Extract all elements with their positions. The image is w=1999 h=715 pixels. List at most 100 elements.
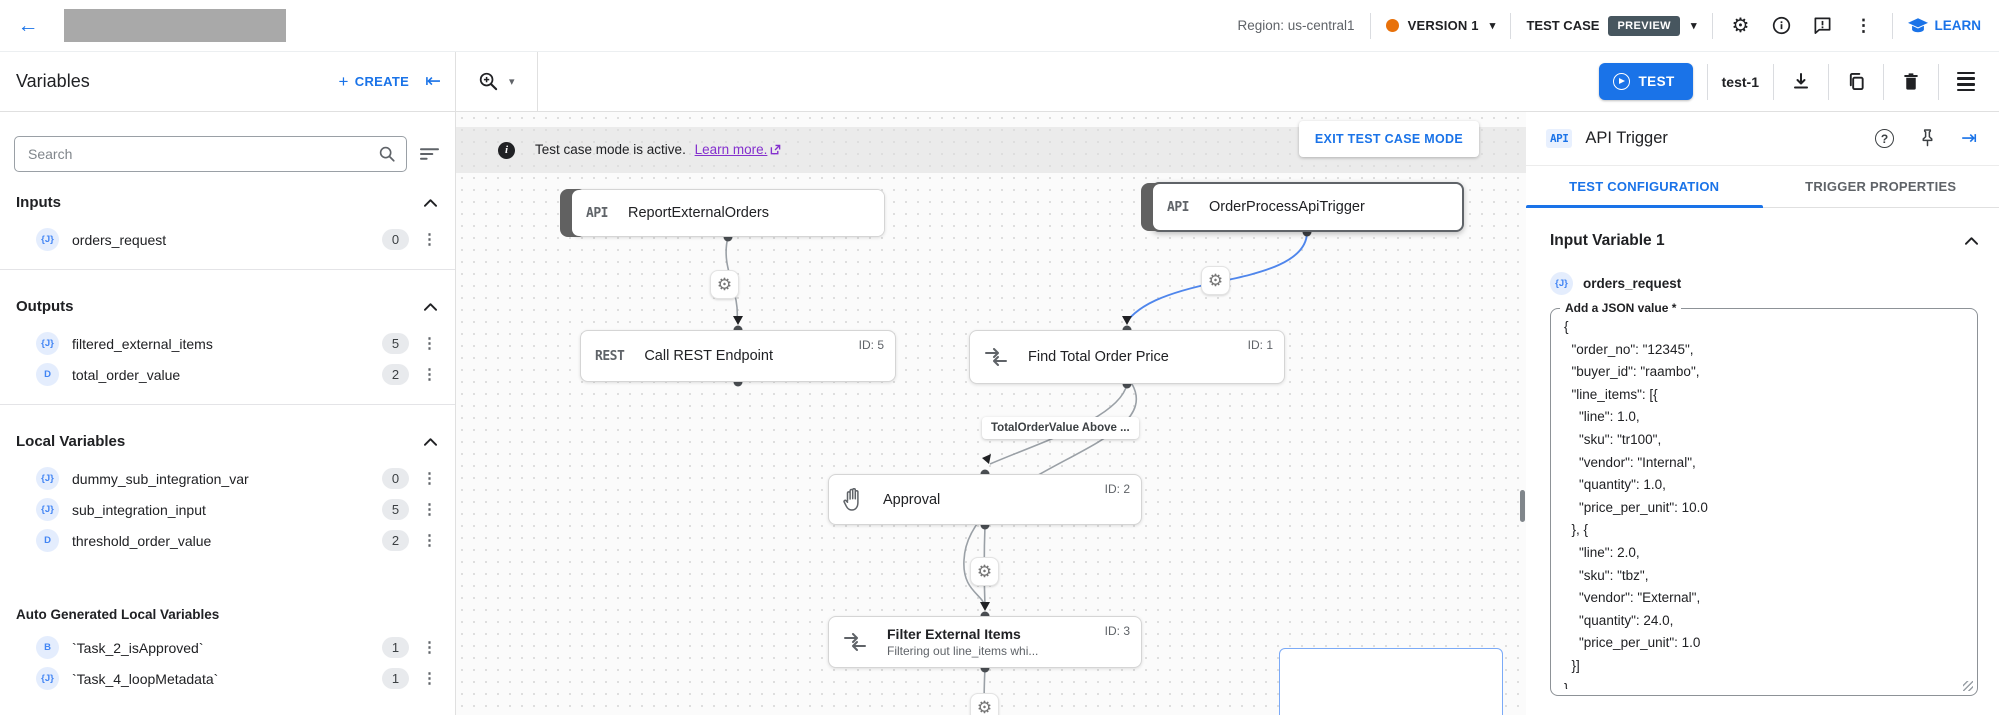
variable-name: `Task_4_loopMetadata` xyxy=(72,670,219,687)
variable-row[interactable]: D total_order_value 2 ⋮ xyxy=(0,359,455,390)
search-box[interactable] xyxy=(14,136,407,172)
edge-gear-icon[interactable]: ⚙ xyxy=(710,270,739,299)
zoom-in-icon xyxy=(479,72,498,91)
node-filter-external-items[interactable]: Filter External Items Filtering out line… xyxy=(828,616,1142,668)
node-approval[interactable]: Approval ID: 2 xyxy=(828,474,1142,525)
usage-count-badge: 2 xyxy=(382,530,409,551)
data-mapping-icon xyxy=(984,348,1008,366)
panel-variable-row: {J} orders_request xyxy=(1550,272,1978,295)
divider xyxy=(1883,63,1884,100)
variable-name: `Task_2_isApproved` xyxy=(72,639,204,656)
chevron-down-icon: ▾ xyxy=(1489,20,1496,32)
pin-icon[interactable] xyxy=(1920,128,1935,150)
boolean-type-icon: B xyxy=(36,636,59,659)
learn-link[interactable]: LEARN xyxy=(1907,17,1982,34)
banner-text: Test case mode is active. xyxy=(535,142,686,157)
tab-trigger-properties[interactable]: TRIGGER PROPERTIES xyxy=(1805,179,1957,194)
learn-more-link[interactable]: Learn more. xyxy=(694,142,768,157)
node-id: ID: 5 xyxy=(858,338,884,352)
preview-badge: PREVIEW xyxy=(1608,15,1680,36)
data-mapping-icon xyxy=(843,633,867,651)
edge-gear-icon[interactable]: ⚙ xyxy=(1201,266,1230,295)
exit-test-case-mode-button[interactable]: EXIT TEST CASE MODE xyxy=(1298,121,1479,157)
canvas-scrollbar[interactable] xyxy=(1520,490,1525,522)
more-vert-icon[interactable]: ⋮ xyxy=(422,639,437,656)
node-title: Filter External Items xyxy=(887,626,1021,642)
api-badge: API xyxy=(1546,129,1573,148)
variable-name: dummy_sub_integration_var xyxy=(72,470,249,487)
help-icon[interactable]: ? xyxy=(1875,129,1895,148)
variable-name: sub_integration_input xyxy=(72,501,206,518)
usage-count-badge: 0 xyxy=(382,468,409,489)
node-report-external-orders[interactable]: API ReportExternalOrders xyxy=(560,189,885,237)
variable-row[interactable]: {J} filtered_external_items 5 ⋮ xyxy=(0,328,455,359)
version-dropdown[interactable]: VERSION 1 ▾ xyxy=(1385,18,1496,33)
node-order-process-api-trigger[interactable]: API OrderProcessApiTrigger xyxy=(1141,182,1464,232)
collapse-panel-left-icon[interactable]: ⇤ xyxy=(425,71,441,92)
download-icon[interactable] xyxy=(1788,69,1814,95)
settings-gear-icon[interactable]: ⚙ xyxy=(1731,14,1750,37)
section-title: Inputs xyxy=(16,193,61,211)
test-case-dropdown[interactable]: TEST CASE PREVIEW ▾ xyxy=(1526,15,1697,36)
sort-icon[interactable] xyxy=(420,147,439,161)
edge-condition-label[interactable]: TotalOrderValue Above ... xyxy=(982,417,1139,439)
create-variable-button[interactable]: + CREATE xyxy=(339,72,410,92)
copy-icon[interactable] xyxy=(1843,69,1869,95)
section-header-inputs[interactable]: Inputs xyxy=(0,180,455,224)
usage-count-badge: 5 xyxy=(382,499,409,520)
test-button-label: TEST xyxy=(1638,74,1675,89)
delete-trash-icon[interactable] xyxy=(1898,69,1924,95)
learn-label: LEARN xyxy=(1934,18,1982,33)
variable-row[interactable]: B `Task_2_isApproved` 1 ⋮ xyxy=(0,632,455,663)
test-button[interactable]: TEST xyxy=(1598,63,1693,100)
info-icon[interactable] xyxy=(1769,13,1795,39)
node-find-total-order-price[interactable]: Find Total Order Price ID: 1 xyxy=(969,330,1285,384)
node-call-rest-endpoint[interactable]: REST Call REST Endpoint ID: 5 xyxy=(580,330,896,382)
json-type-icon: {J} xyxy=(36,228,59,251)
menu-list-icon[interactable] xyxy=(1953,69,1979,95)
divider xyxy=(1773,63,1774,100)
section-title: Auto Generated Local Variables xyxy=(16,606,220,622)
variable-row[interactable]: {J} `Task_4_loopMetadata` 1 ⋮ xyxy=(0,663,455,694)
section-header-local-variables[interactable]: Local Variables xyxy=(0,419,455,463)
zoom-dropdown[interactable]: ▾ xyxy=(456,52,538,111)
json-value-input[interactable]: { "order_no": "12345", "buyer_id": "raam… xyxy=(1564,319,1708,689)
section-header-auto-generated: Auto Generated Local Variables xyxy=(0,596,455,632)
empty-selection-box[interactable] xyxy=(1279,648,1503,715)
feedback-icon[interactable] xyxy=(1810,13,1836,39)
search-input[interactable] xyxy=(28,146,378,162)
more-vert-icon[interactable]: ⋮ xyxy=(422,335,437,352)
section-header-outputs[interactable]: Outputs xyxy=(0,284,455,328)
variable-row[interactable]: {J} orders_request 0 ⋮ xyxy=(0,224,455,255)
edge-gear-icon[interactable]: ⚙ xyxy=(970,693,999,715)
variable-name: total_order_value xyxy=(72,366,181,383)
more-vert-icon[interactable]: ⋮ xyxy=(422,501,437,518)
variable-name: orders_request xyxy=(72,231,167,248)
double-type-icon: D xyxy=(36,363,59,386)
plus-icon: + xyxy=(338,71,349,91)
more-vert-icon[interactable]: ⋮ xyxy=(422,231,437,248)
integration-canvas[interactable]: i Test case mode is active. Learn more. … xyxy=(456,112,1526,715)
more-vert-icon[interactable]: ⋮ xyxy=(1855,15,1872,35)
resize-grip[interactable] xyxy=(1963,681,1973,691)
play-circle-icon xyxy=(1612,73,1630,90)
more-vert-icon[interactable]: ⋮ xyxy=(422,470,437,487)
variable-row[interactable]: {J} sub_integration_input 5 ⋮ xyxy=(0,494,455,525)
more-vert-icon[interactable]: ⋮ xyxy=(422,532,437,549)
edge-gear-icon[interactable]: ⚙ xyxy=(970,557,999,586)
variable-row[interactable]: {J} dummy_sub_integration_var 0 ⋮ xyxy=(0,463,455,494)
node-id: ID: 2 xyxy=(1104,482,1130,496)
input-variable-section-header[interactable]: Input Variable 1 xyxy=(1550,226,1978,256)
divider xyxy=(1891,12,1893,39)
variables-title: Variables xyxy=(16,71,90,91)
divider xyxy=(0,404,455,405)
tab-test-configuration[interactable]: TEST CONFIGURATION xyxy=(1526,166,1763,208)
collapse-panel-right-icon[interactable]: ⇥ xyxy=(1961,128,1977,149)
back-arrow-icon[interactable]: ← xyxy=(17,13,39,37)
more-vert-icon[interactable]: ⋮ xyxy=(422,366,437,383)
json-type-icon: {J} xyxy=(36,467,59,490)
node-subtitle: Filtering out line_items whi... xyxy=(887,644,1039,658)
variable-row[interactable]: D threshold_order_value 2 ⋮ xyxy=(0,525,455,556)
node-title: Approval xyxy=(883,491,941,508)
more-vert-icon[interactable]: ⋮ xyxy=(422,670,437,687)
